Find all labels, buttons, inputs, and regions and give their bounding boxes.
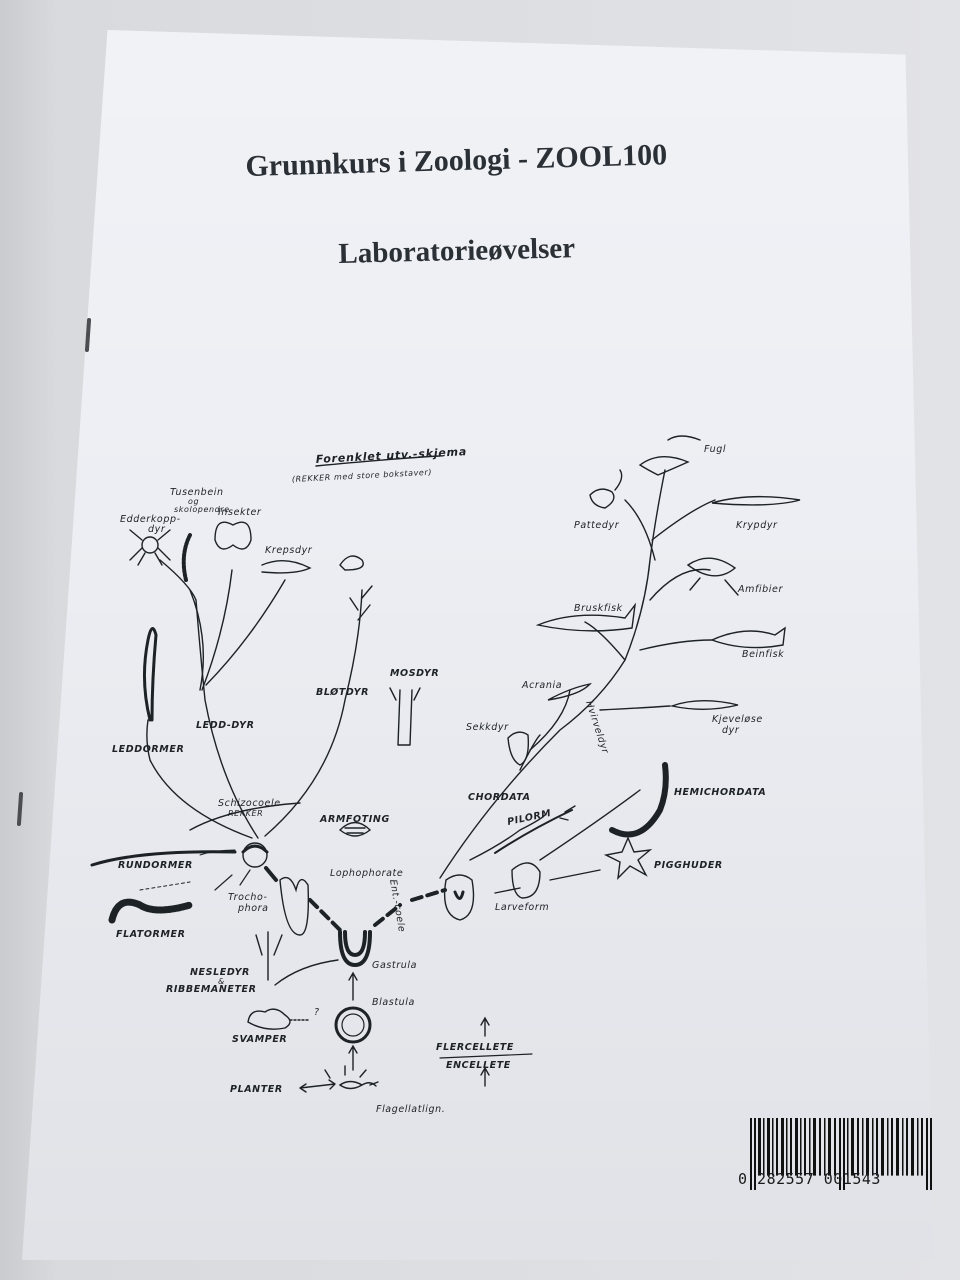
- label-bruskfisk: Bruskfisk: [574, 603, 623, 614]
- krepsdyr-drawing: [261, 560, 312, 574]
- chordata-trunk: [439, 469, 666, 879]
- label-larveform: Larveform: [495, 902, 549, 913]
- flercellete-arrow: [480, 1016, 490, 1037]
- label-trochophora: Trocho-: [228, 892, 267, 903]
- armfoting-drawing: [338, 821, 372, 837]
- beinfisk-drawing: [710, 626, 786, 649]
- connector-gastrula-deut: [373, 903, 402, 927]
- bruskfisk-drawing: [535, 602, 637, 632]
- pilorm-drawing: [494, 809, 573, 854]
- label-mosdyr: MOSDYR: [390, 668, 439, 679]
- gastrula-drawing: [338, 930, 372, 968]
- label-nesledyr: NESLEDYR: [190, 967, 250, 978]
- label-krypdyr: Krypdyr: [736, 520, 778, 531]
- blotdyr-branch: [264, 589, 363, 837]
- label-flercellete: FLERCELLETE: [436, 1042, 514, 1053]
- leddormer-branch: [146, 719, 253, 839]
- mosdyr-drawing: [389, 687, 421, 746]
- flercellete-divider: [439, 1053, 533, 1059]
- label-edderkopp-2: dyr: [148, 524, 166, 535]
- encellete-arrow: [480, 1066, 490, 1087]
- label-krepsdyr: Krepsdyr: [265, 545, 313, 556]
- barcode-bars: [750, 1118, 932, 1190]
- label-tusenbein-3: skolopendre: [174, 505, 230, 514]
- label-hemichordata: HEMICHORDATA: [674, 787, 766, 798]
- label-acrania: Acrania: [521, 680, 562, 691]
- label-blastula: Blastula: [372, 997, 415, 1008]
- label-leddormer: LEDDORMER: [112, 744, 184, 755]
- trochophora-drawing: [242, 842, 268, 868]
- label-tusenbein-2: og: [188, 497, 199, 506]
- label-svamper: SVAMPER: [232, 1034, 287, 1045]
- barcode-number: 0 282557 001543: [738, 1170, 881, 1188]
- flatorm-drawing: [108, 898, 194, 924]
- snegl-drawing: [339, 555, 364, 571]
- label-nesledyr-2: &: [218, 977, 225, 986]
- pigghud-drawing: [603, 836, 653, 880]
- kjevelose-drawing: [669, 700, 739, 710]
- label-chordata: CHORDATA: [468, 792, 531, 803]
- label-kjevelose: Kjeveløse: [712, 714, 763, 725]
- label-leddyr: LEDD-DYR: [196, 720, 255, 731]
- label-amfibier: Amfibier: [737, 584, 783, 595]
- label-insekter: Insekter: [218, 507, 262, 518]
- label-blotdyr: BLØTDYR: [316, 687, 369, 698]
- amfibie-drawing: [686, 557, 739, 596]
- fugl-drawing: [638, 435, 701, 476]
- label-armfoting: ARMFOTING: [319, 814, 390, 825]
- leddorm-drawing: [142, 627, 158, 722]
- label-flatormer: FLATORMER: [116, 929, 186, 940]
- label-kjevelose-2: dyr: [722, 725, 740, 736]
- label-schizocoele: Schizocoele: [218, 798, 281, 809]
- hemichordata-drawing: [609, 762, 669, 838]
- flagellat-drawing: [338, 1080, 377, 1090]
- label-sekkdyr: Sekkdyr: [466, 722, 509, 733]
- pattedyr-drawing: [589, 469, 623, 509]
- label-tusenbein: Tusenbein: [170, 487, 224, 498]
- schizocoele-line: [189, 802, 301, 831]
- label-flagellat: Flagellatlign.: [376, 1104, 445, 1115]
- acrania-drawing: [547, 682, 592, 701]
- nesledyr-drawing: [255, 931, 283, 981]
- label-beinfisk: Beinfisk: [742, 649, 784, 660]
- label-rundormer: RUNDORMER: [118, 860, 193, 871]
- label-gastrula: Gastrula: [372, 960, 417, 971]
- connector-trocho-gastrula: [308, 898, 342, 932]
- diagram-subheading: (REKKER med store bokstaver): [292, 468, 433, 484]
- leddyr-trunk: [159, 559, 259, 839]
- label-encellete: ENCELLETE: [446, 1060, 511, 1071]
- label-fugl: Fugl: [704, 444, 726, 455]
- label-question: ?: [314, 1007, 320, 1018]
- tusenbein-drawing: [181, 533, 192, 582]
- label-planter: PLANTER: [230, 1084, 283, 1095]
- edderkopp-drawing: [141, 536, 159, 554]
- deuterostom-larva: [443, 874, 475, 921]
- lopho-larva: [279, 876, 310, 936]
- insekt-drawing: [214, 521, 252, 550]
- label-edderkopp: Edderkopp-: [120, 514, 181, 525]
- svamp-drawing: [247, 1008, 291, 1030]
- diagram-heading: Forenklet utv.-skjema: [315, 445, 467, 466]
- larve-drawing: [511, 862, 541, 899]
- sekkdyr-drawing: [507, 731, 530, 766]
- label-pattedyr: Pattedyr: [574, 520, 620, 531]
- label-hvirveldyr: Hvirveldyr: [583, 700, 611, 756]
- label-pigghuder: PIGGHUDER: [654, 860, 723, 871]
- blastula-drawing: [334, 1006, 372, 1044]
- label-entcoele: Ent.-coele: [387, 879, 407, 934]
- label-schizocoele-2: REKKER: [228, 809, 263, 818]
- label-trochophora-2: phora: [237, 903, 269, 914]
- label-lophophorate: Lophophorate: [330, 868, 403, 879]
- label-ribbemaneter: RIBBEMANETER: [166, 984, 257, 995]
- heading-underline: [315, 455, 441, 467]
- krypdyr-drawing: [711, 495, 801, 506]
- sekkdyr-branch: [519, 734, 541, 771]
